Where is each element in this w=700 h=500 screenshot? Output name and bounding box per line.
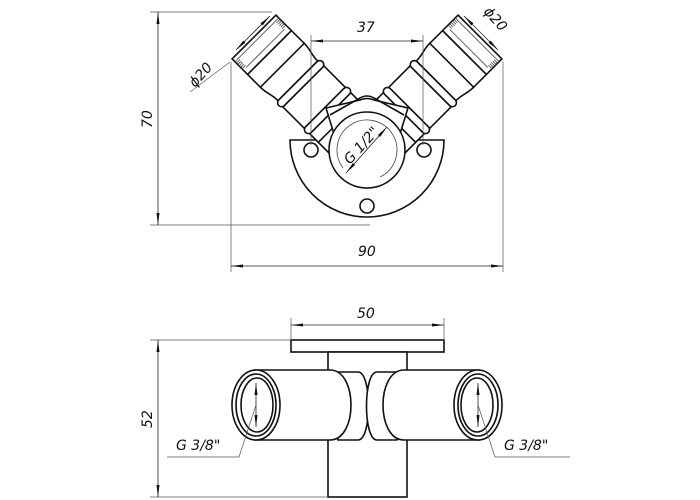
- right-side-pipe: [383, 370, 502, 440]
- mount-hole-bottom: [359, 198, 375, 214]
- right-outlet-thread-label: G 3/8": [504, 438, 548, 454]
- side-view: 52 50 G 3/8" G 3/8": [140, 306, 570, 498]
- mount-hole-left: [303, 142, 319, 158]
- mount-hole-right: [416, 142, 432, 158]
- dim-left-diameter: ϕ20: [186, 60, 216, 91]
- dim-right-diameter: ϕ20: [480, 4, 510, 35]
- dim-spacing-37: 37: [357, 20, 375, 36]
- dim-flange-50: 50: [357, 306, 375, 322]
- left-side-pipe: [232, 370, 351, 440]
- dim-height-52: 52: [140, 410, 156, 428]
- top-view: G 1/2" 70 90 37 ϕ20 ϕ20: [140, 4, 510, 272]
- dim-height-70: 70: [140, 110, 156, 128]
- left-outlet-thread-label: G 3/8": [176, 438, 220, 454]
- side-flange: [290, 339, 445, 353]
- dim-width-90: 90: [358, 244, 376, 260]
